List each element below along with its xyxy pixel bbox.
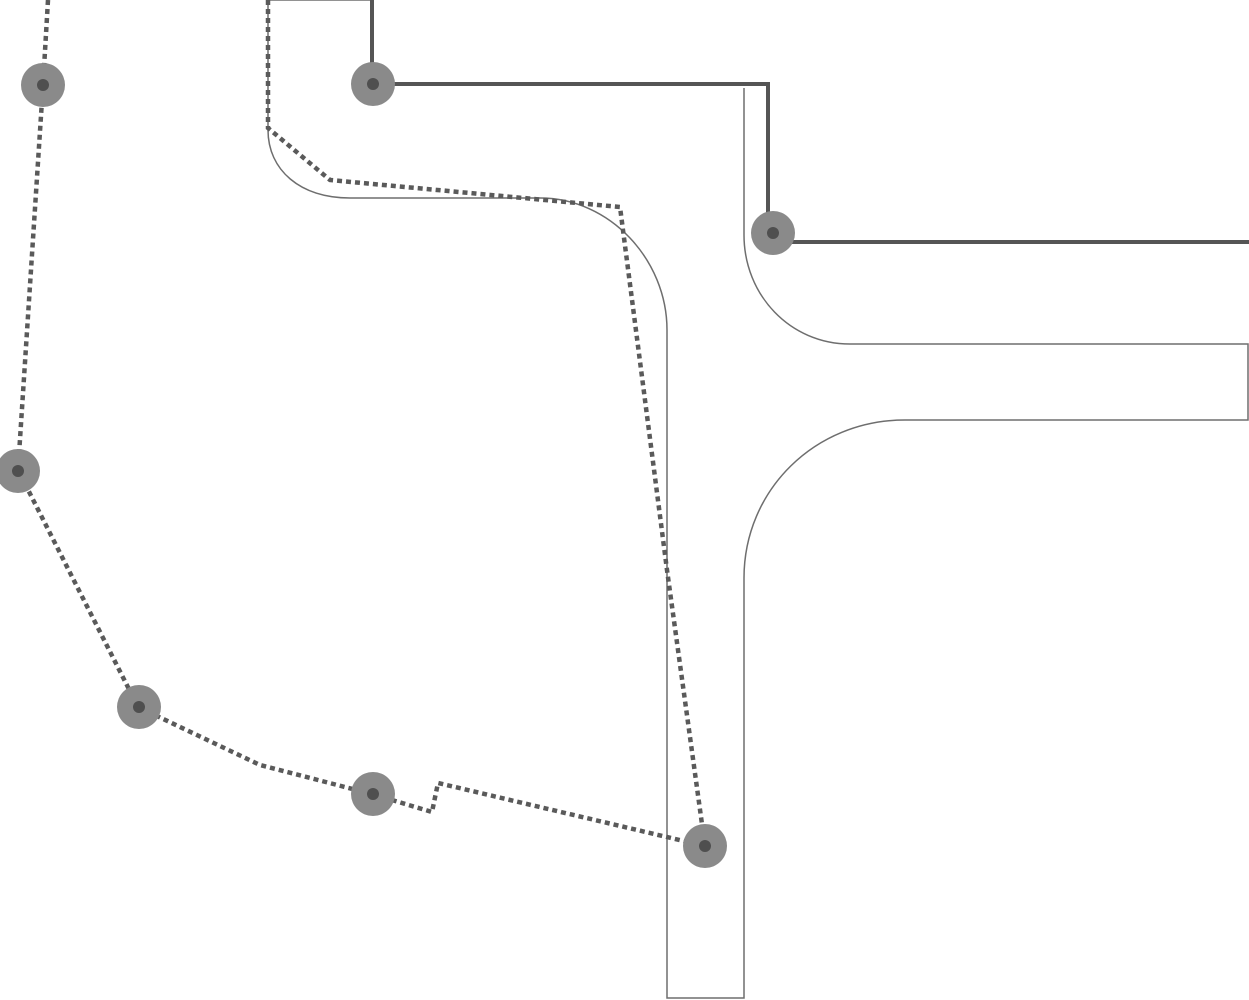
- route-nodes: [0, 62, 795, 868]
- road-outline: [267, 0, 1249, 999]
- node[interactable]: [683, 824, 727, 868]
- node[interactable]: [0, 449, 40, 493]
- node[interactable]: [21, 63, 65, 107]
- dotted-route-inner: [265, 0, 708, 847]
- node[interactable]: [351, 62, 395, 106]
- node[interactable]: [751, 211, 795, 255]
- node[interactable]: [351, 772, 395, 816]
- node[interactable]: [117, 685, 161, 729]
